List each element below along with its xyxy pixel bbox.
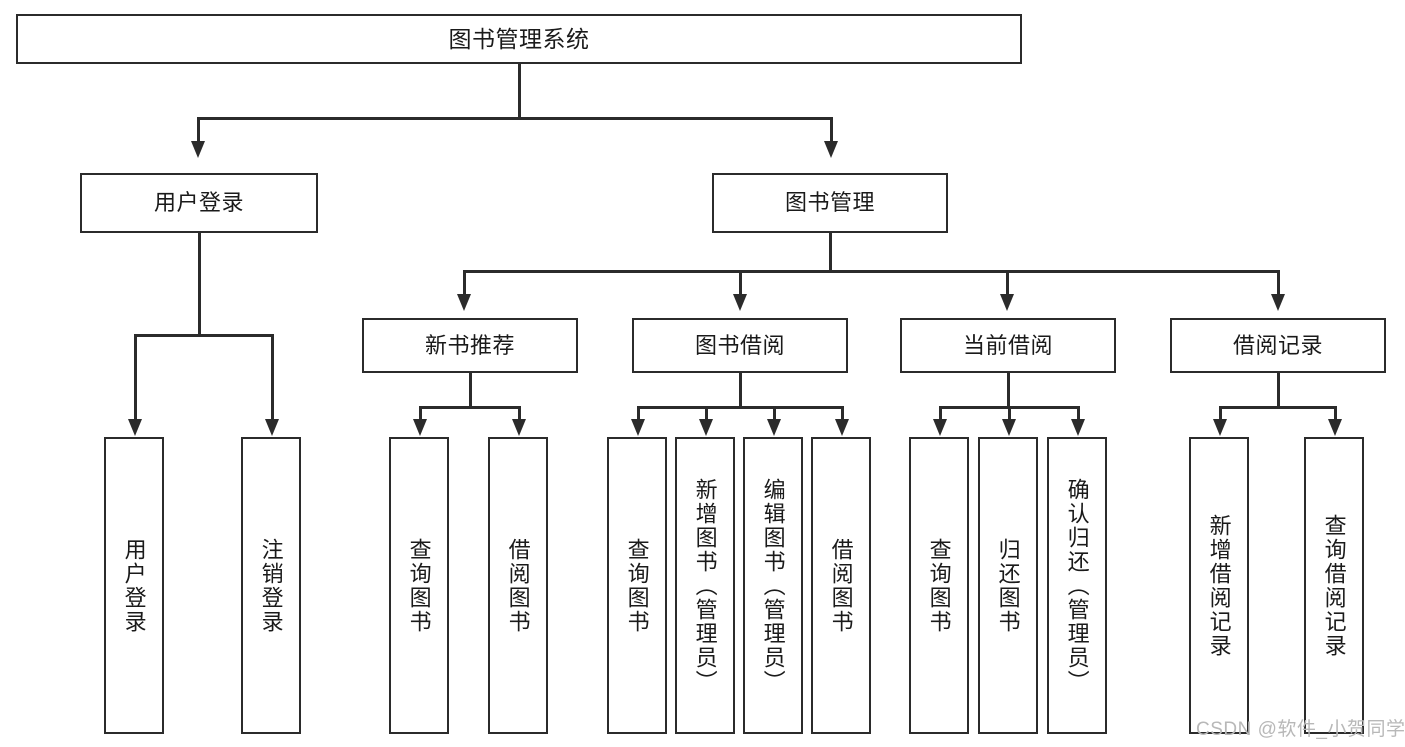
node-borrow-record[interactable]: 借阅记录 bbox=[1170, 318, 1386, 373]
node-label: 归还图书 bbox=[995, 537, 1021, 634]
connector-root-stem bbox=[518, 64, 521, 117]
arrow-book-borrow-leaf-4 bbox=[835, 419, 849, 436]
connector-current-borrow-leaf-1 bbox=[939, 406, 942, 420]
leaf-new-book-query[interactable]: 查询图书 bbox=[389, 437, 449, 734]
node-label: 图书管理 bbox=[784, 190, 875, 216]
arrow-user-login-leaf-2 bbox=[265, 419, 279, 436]
arrow-user-login-leaf-1 bbox=[128, 419, 142, 436]
watermark-text: CSDN @软件_小贺同学 bbox=[1196, 719, 1405, 740]
connector-user-login-leaf-2 bbox=[271, 334, 274, 420]
arrow-book-borrow-leaf-3 bbox=[767, 419, 781, 436]
node-label: 用户登录 bbox=[153, 190, 244, 216]
node-root-system[interactable]: 图书管理系统 bbox=[16, 14, 1022, 64]
connector-level2-bus bbox=[197, 117, 832, 120]
leaf-book-borrow-add[interactable]: 新增图书（管理员） bbox=[675, 437, 735, 734]
node-label: 图书借阅 bbox=[694, 332, 785, 358]
arrow-current-borrow-leaf-1 bbox=[933, 419, 947, 436]
leaf-user-login-login[interactable]: 用户登录 bbox=[104, 437, 164, 734]
connector-current-borrow-stem bbox=[1007, 373, 1010, 407]
leaf-book-borrow-query[interactable]: 查询图书 bbox=[607, 437, 667, 734]
connector-current-borrow-leaf-3 bbox=[1077, 406, 1080, 420]
leaf-borrow-record-query[interactable]: 查询借阅记录 bbox=[1304, 437, 1364, 734]
arrow-book-borrow-leaf-2 bbox=[699, 419, 713, 436]
node-label: 当前借阅 bbox=[962, 332, 1053, 358]
connector-book-borrow-leaf-1 bbox=[637, 406, 640, 420]
node-label: 新书推荐 bbox=[424, 332, 515, 358]
connector-to-user-login bbox=[197, 117, 200, 142]
arrow-to-new-book bbox=[457, 294, 471, 311]
connector-book-mgmt-stem bbox=[829, 233, 832, 271]
node-label: 新增图书（管理员） bbox=[692, 477, 718, 694]
leaf-current-borrow-query[interactable]: 查询图书 bbox=[909, 437, 969, 734]
connector-new-book-stem bbox=[469, 373, 472, 407]
arrow-to-book-borrow bbox=[733, 294, 747, 311]
leaf-book-borrow-edit[interactable]: 编辑图书（管理员） bbox=[743, 437, 803, 734]
node-label: 借阅图书 bbox=[505, 537, 531, 634]
arrow-new-book-leaf-2 bbox=[512, 419, 526, 436]
leaf-user-login-logout[interactable]: 注销登录 bbox=[241, 437, 301, 734]
arrow-borrow-record-leaf-1 bbox=[1213, 419, 1227, 436]
leaf-borrow-record-add[interactable]: 新增借阅记录 bbox=[1189, 437, 1249, 734]
node-label: 确认归还（管理员） bbox=[1064, 477, 1090, 694]
arrow-new-book-leaf-1 bbox=[413, 419, 427, 436]
connector-new-book-bus bbox=[419, 406, 520, 409]
connector-book-borrow-bus bbox=[637, 406, 842, 409]
leaf-current-borrow-return[interactable]: 归还图书 bbox=[978, 437, 1038, 734]
connector-book-borrow-leaf-2 bbox=[705, 406, 708, 420]
connector-borrow-record-leaf-2 bbox=[1334, 406, 1337, 420]
node-label: 查询图书 bbox=[926, 537, 952, 634]
node-new-book-recommend[interactable]: 新书推荐 bbox=[362, 318, 578, 373]
node-label: 借阅图书 bbox=[828, 537, 854, 634]
connector-user-login-bus bbox=[134, 334, 273, 337]
node-book-borrow[interactable]: 图书借阅 bbox=[632, 318, 848, 373]
connector-to-book-mgmt bbox=[830, 117, 833, 142]
node-label: 新增借阅记录 bbox=[1206, 513, 1232, 658]
leaf-current-borrow-confirm[interactable]: 确认归还（管理员） bbox=[1047, 437, 1107, 734]
node-label: 借阅记录 bbox=[1232, 332, 1323, 358]
connector-user-login-stem bbox=[198, 233, 201, 335]
node-label: 查询图书 bbox=[624, 537, 650, 634]
connector-current-borrow-leaf-2 bbox=[1008, 406, 1011, 420]
connector-book-borrow-stem bbox=[739, 373, 742, 407]
leaf-book-borrow-borrow[interactable]: 借阅图书 bbox=[811, 437, 871, 734]
connector-borrow-record-bus bbox=[1219, 406, 1336, 409]
arrow-to-borrow-record bbox=[1271, 294, 1285, 311]
node-label: 注销登录 bbox=[258, 537, 284, 634]
connector-to-new-book bbox=[463, 270, 466, 295]
node-label: 编辑图书（管理员） bbox=[760, 477, 786, 694]
connector-new-book-leaf-1 bbox=[419, 406, 422, 420]
node-label: 查询借阅记录 bbox=[1321, 513, 1347, 658]
node-label: 用户登录 bbox=[121, 537, 147, 634]
connector-new-book-leaf-2 bbox=[518, 406, 521, 420]
arrow-to-book-mgmt bbox=[824, 141, 838, 158]
connector-to-borrow-record bbox=[1277, 270, 1280, 295]
connector-level3-bus bbox=[463, 270, 1277, 273]
connector-to-book-borrow bbox=[739, 270, 742, 295]
connector-borrow-record-leaf-1 bbox=[1219, 406, 1222, 420]
arrow-borrow-record-leaf-2 bbox=[1328, 419, 1342, 436]
arrow-book-borrow-leaf-1 bbox=[631, 419, 645, 436]
arrow-current-borrow-leaf-3 bbox=[1071, 419, 1085, 436]
connector-book-borrow-leaf-4 bbox=[841, 406, 844, 420]
node-current-borrow[interactable]: 当前借阅 bbox=[900, 318, 1116, 373]
node-book-management[interactable]: 图书管理 bbox=[712, 173, 948, 233]
node-label: 查询图书 bbox=[406, 537, 432, 634]
node-user-login[interactable]: 用户登录 bbox=[80, 173, 318, 233]
arrow-to-current-borrow bbox=[1000, 294, 1014, 311]
arrow-to-user-login bbox=[191, 141, 205, 158]
connector-to-current-borrow bbox=[1006, 270, 1009, 295]
leaf-new-book-borrow[interactable]: 借阅图书 bbox=[488, 437, 548, 734]
connector-borrow-record-stem bbox=[1277, 373, 1280, 407]
connector-user-login-leaf-1 bbox=[134, 334, 137, 420]
connector-book-borrow-leaf-3 bbox=[773, 406, 776, 420]
arrow-current-borrow-leaf-2 bbox=[1002, 419, 1016, 436]
node-label: 图书管理系统 bbox=[448, 25, 590, 52]
